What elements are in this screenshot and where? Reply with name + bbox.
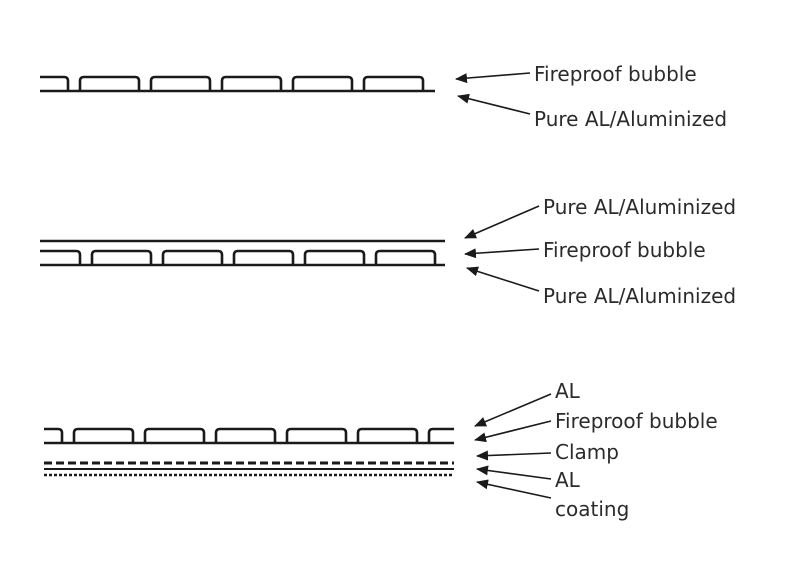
- arrow-al-bottom: [476, 465, 552, 480]
- label-fireproof-bubble: Fireproof bubble: [534, 62, 697, 86]
- diagram-1: Fireproof bubble Pure AL/Aluminized: [40, 62, 727, 131]
- bubble-layer-2: [40, 249, 445, 267]
- arrow-pure-al: [457, 93, 531, 115]
- label-coating: coating: [555, 497, 629, 521]
- label-pure-al-aluminized-bottom: Pure AL/Aluminized: [543, 284, 736, 308]
- label-clamp: Clamp: [555, 440, 619, 464]
- diagram-3: AL Fireproof bubble Clamp AL coating: [44, 379, 718, 521]
- arrow-fireproof-bubble: [455, 72, 531, 84]
- bubble-layer-3: [44, 427, 454, 445]
- arrow-coating: [476, 479, 552, 499]
- label-pure-al-aluminized-top: Pure AL/Aluminized: [543, 195, 736, 219]
- arrow-clamp: [476, 450, 552, 461]
- diagram-2: Pure AL/Aluminized Fireproof bubble Pure…: [40, 195, 736, 308]
- label-al-bottom: AL: [555, 468, 581, 492]
- bubble-layer-1: [40, 75, 435, 93]
- label-fireproof-bubble: Fireproof bubble: [555, 409, 718, 433]
- arrow-pure-al-bottom: [466, 266, 540, 292]
- arrow-fireproof-bubble: [464, 248, 540, 259]
- label-pure-al-aluminized: Pure AL/Aluminized: [534, 107, 727, 131]
- arrow-al-top: [474, 393, 552, 427]
- label-fireproof-bubble: Fireproof bubble: [543, 238, 706, 262]
- label-al-top: AL: [555, 379, 581, 403]
- arrow-pure-al-top: [464, 205, 540, 239]
- arrow-fireproof-bubble: [474, 420, 552, 443]
